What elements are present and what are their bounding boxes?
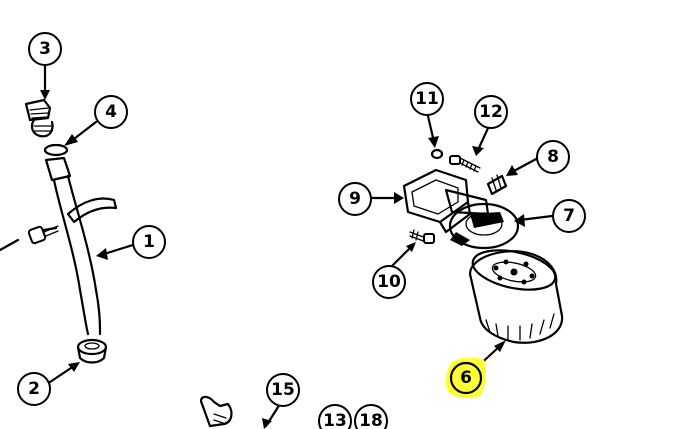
callout-12-label: 12	[479, 102, 503, 122]
callout-7-label: 7	[563, 206, 575, 226]
adapter-stud	[486, 174, 508, 196]
dipstick-tube-top	[44, 156, 72, 182]
callout-18-label: 18	[359, 411, 383, 429]
leader-10	[390, 244, 414, 268]
callout-13: 13	[318, 404, 352, 429]
callout-2-label: 2	[28, 379, 40, 399]
callout-15: 15	[266, 373, 300, 407]
callout-15-label: 15	[271, 380, 295, 400]
callout-3-label: 3	[39, 39, 51, 59]
callout-8-label: 8	[547, 147, 559, 167]
leader-2	[48, 364, 76, 384]
callout-11-label: 11	[415, 89, 439, 109]
callout-13-label: 13	[323, 411, 347, 429]
callout-6-highlighted: 6	[445, 357, 487, 399]
leader-7	[518, 214, 554, 222]
callout-1: 1	[132, 225, 166, 259]
callout-8: 8	[536, 140, 570, 174]
filter-adapter-assembly	[402, 148, 520, 250]
leader-lines	[40, 64, 554, 429]
callout-3: 3	[28, 32, 62, 66]
adapter-bolt-upper	[449, 155, 481, 173]
dipstick-tube-left-wall	[52, 178, 90, 336]
callout-2: 2	[17, 372, 51, 406]
callout-12: 12	[474, 95, 508, 129]
adapter-bolt-lower	[409, 229, 435, 244]
dipstick-handle	[24, 98, 54, 138]
callout-1-label: 1	[143, 232, 155, 252]
callout-10: 10	[372, 265, 406, 299]
callout-4-label: 4	[105, 102, 117, 122]
callouts: 3 4 1 2 11 12 8 9	[17, 32, 586, 429]
callout-4: 4	[94, 95, 128, 129]
adapter-nut	[430, 148, 444, 160]
callout-18: 18	[354, 404, 388, 429]
wing-nut	[200, 395, 233, 428]
leader-8	[510, 156, 540, 174]
tube-seal	[76, 338, 108, 364]
callout-10-label: 10	[377, 272, 401, 292]
callout-6-label: 6	[460, 368, 472, 388]
tube-mounting-bracket	[66, 197, 118, 224]
callout-9: 9	[338, 182, 372, 216]
dipstick-tube-assembly	[0, 98, 118, 364]
oil-filter	[468, 249, 564, 344]
callout-9-label: 9	[349, 189, 361, 209]
leader-1	[102, 242, 138, 256]
leader-12	[476, 124, 491, 152]
dipstick-tube-right-wall	[66, 174, 102, 336]
callout-7: 7	[552, 199, 586, 233]
dipstick-o-ring	[43, 143, 69, 157]
callout-11: 11	[410, 82, 444, 116]
adapter-gasket	[448, 202, 520, 250]
bracket-screw	[0, 225, 59, 252]
